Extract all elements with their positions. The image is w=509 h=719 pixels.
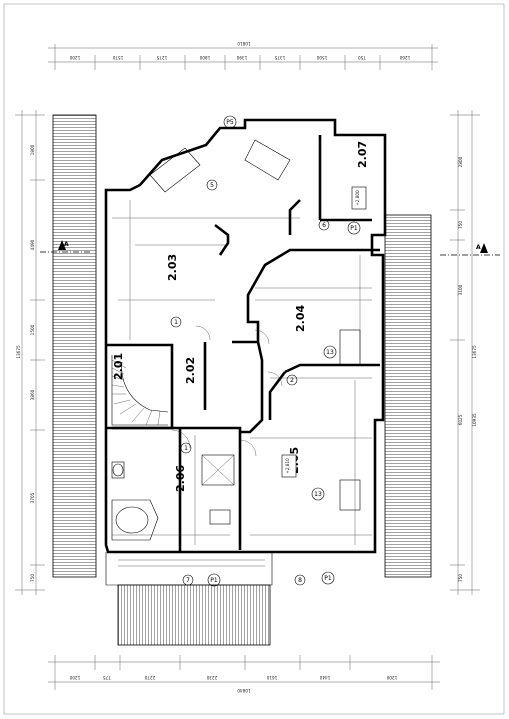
top-dim-4: 1800 <box>199 55 210 60</box>
mark-circle: P1 <box>347 221 361 235</box>
bottom-dim-5: 1610 <box>266 675 277 680</box>
right-dimension-chain: 13675 2800 750 3100 6025 10935 750 <box>450 110 480 595</box>
roof-slope-left <box>52 114 97 578</box>
right-dim-4: 6025 <box>458 414 463 425</box>
left-dim-2: 4490 <box>30 239 35 250</box>
room-label-2-02: 2.02 <box>184 357 197 384</box>
right-dim-1: 2800 <box>458 156 463 167</box>
mark-circle: 6 <box>318 219 330 231</box>
bottom-dim-2: 775 <box>103 675 111 680</box>
level-text-1: +2,800 <box>355 190 360 206</box>
top-dim-7: 1500 <box>316 55 327 60</box>
left-dim-3: 1500 <box>30 324 35 335</box>
left-dim-4: 3860 <box>30 389 35 400</box>
top-dim-1: 1200 <box>69 55 80 60</box>
left-dim-1: 1800 <box>30 144 35 155</box>
room-label-2-04: 2.04 <box>294 305 307 332</box>
top-dim-3: 1275 <box>156 55 167 60</box>
left-dimension-chain: 13675 1800 4490 1500 3860 3705 750 <box>15 110 45 595</box>
section-label-right: A <box>476 244 481 251</box>
right-dim-5: 10935 <box>472 413 477 427</box>
right-dim-6: 750 <box>458 574 463 582</box>
svg-text:P1: P1 <box>350 225 358 232</box>
toilet <box>111 461 125 479</box>
top-dim-6: 1375 <box>274 55 285 60</box>
balcony-roof <box>117 584 271 646</box>
washbasin <box>209 509 231 525</box>
room-label-2-03: 2.03 <box>166 254 179 281</box>
mark-circle: 1 <box>180 442 192 454</box>
interior-walls <box>106 135 380 552</box>
mark-circle: 1 <box>170 316 182 328</box>
circled-marks: 1 1 2 5 6 7 8 13 13 P1 P1 P1 P5 <box>170 115 361 587</box>
svg-text:7: 7 <box>186 577 190 584</box>
exterior-wall <box>104 118 387 554</box>
svg-text:13: 13 <box>326 349 334 356</box>
bottom-dim-1: 1200 <box>69 675 80 680</box>
bathtub <box>111 499 159 541</box>
balcony-railing <box>118 559 265 567</box>
section-marker-right: A <box>440 243 500 256</box>
top-dim-8: 750 <box>358 55 366 60</box>
mark-circle: P5 <box>223 115 237 129</box>
interior-dimension-lines <box>112 140 372 545</box>
svg-text:1: 1 <box>174 319 178 326</box>
right-total-dimension: 13675 <box>472 345 477 359</box>
svg-text:2: 2 <box>290 377 294 384</box>
mark-circle: 13 <box>323 345 337 359</box>
room-label-2-01: 2.01 <box>112 353 125 380</box>
section-label-left: A <box>64 241 69 248</box>
svg-text:5: 5 <box>210 182 214 189</box>
mark-circle: 8 <box>294 574 306 586</box>
room-label-2-07: 2.07 <box>356 141 369 168</box>
left-total-dimension: 13675 <box>16 345 21 359</box>
level-mark-2-05: +2,810 <box>281 454 297 478</box>
shower <box>201 454 235 486</box>
top-total-dimension: 10810 <box>237 41 251 46</box>
bathroom-fixtures <box>111 454 235 541</box>
mark-circle: 13 <box>311 487 325 501</box>
balcony-outline <box>105 552 273 586</box>
room-label-2-06: 2.06 <box>174 465 187 492</box>
bottom-dim-6: 1440 <box>319 675 330 680</box>
staircase <box>111 355 169 426</box>
svg-text:P5: P5 <box>226 119 234 126</box>
right-dim-3: 3100 <box>458 284 463 295</box>
left-dim-5: 3705 <box>30 492 35 503</box>
svg-text:P1: P1 <box>324 575 332 582</box>
top-dim-2: 1570 <box>112 55 123 60</box>
svg-text:13: 13 <box>314 491 322 498</box>
bottom-total-dimension: 10840 <box>237 688 251 693</box>
mark-circle: 5 <box>206 179 218 191</box>
bottom-dim-3: 2270 <box>144 675 155 680</box>
drawing-border <box>3 3 505 715</box>
mark-circle: 2 <box>286 374 298 386</box>
mark-circle: 7 <box>182 574 194 586</box>
svg-text:8: 8 <box>298 577 302 584</box>
level-mark-2-07: +2,800 <box>351 186 367 210</box>
bay-furniture <box>149 139 361 511</box>
bottom-dim-7: 1200 <box>386 675 397 680</box>
top-dim-5: 1390 <box>236 55 247 60</box>
bottom-dim-4: 2230 <box>206 675 217 680</box>
mark-circle: P1 <box>321 571 335 585</box>
mark-circle: P1 <box>207 573 221 587</box>
right-dim-2: 750 <box>458 221 463 229</box>
left-dim-6: 750 <box>30 574 35 582</box>
svg-text:P1: P1 <box>210 577 218 584</box>
level-text-2: +2,810 <box>285 458 290 474</box>
section-marker-left: A <box>40 240 90 253</box>
top-dimension-chain: 10810 1200 1570 1275 1800 1390 1375 1500… <box>48 41 438 70</box>
bottom-dimension-chain: 10840 1200 775 2270 2230 1610 1440 1200 <box>48 655 440 693</box>
top-dim-9: 1260 <box>399 55 410 60</box>
svg-text:6: 6 <box>322 222 326 229</box>
door-swings <box>171 325 283 457</box>
svg-text:1: 1 <box>184 445 188 452</box>
roof-slope-right <box>384 214 432 578</box>
